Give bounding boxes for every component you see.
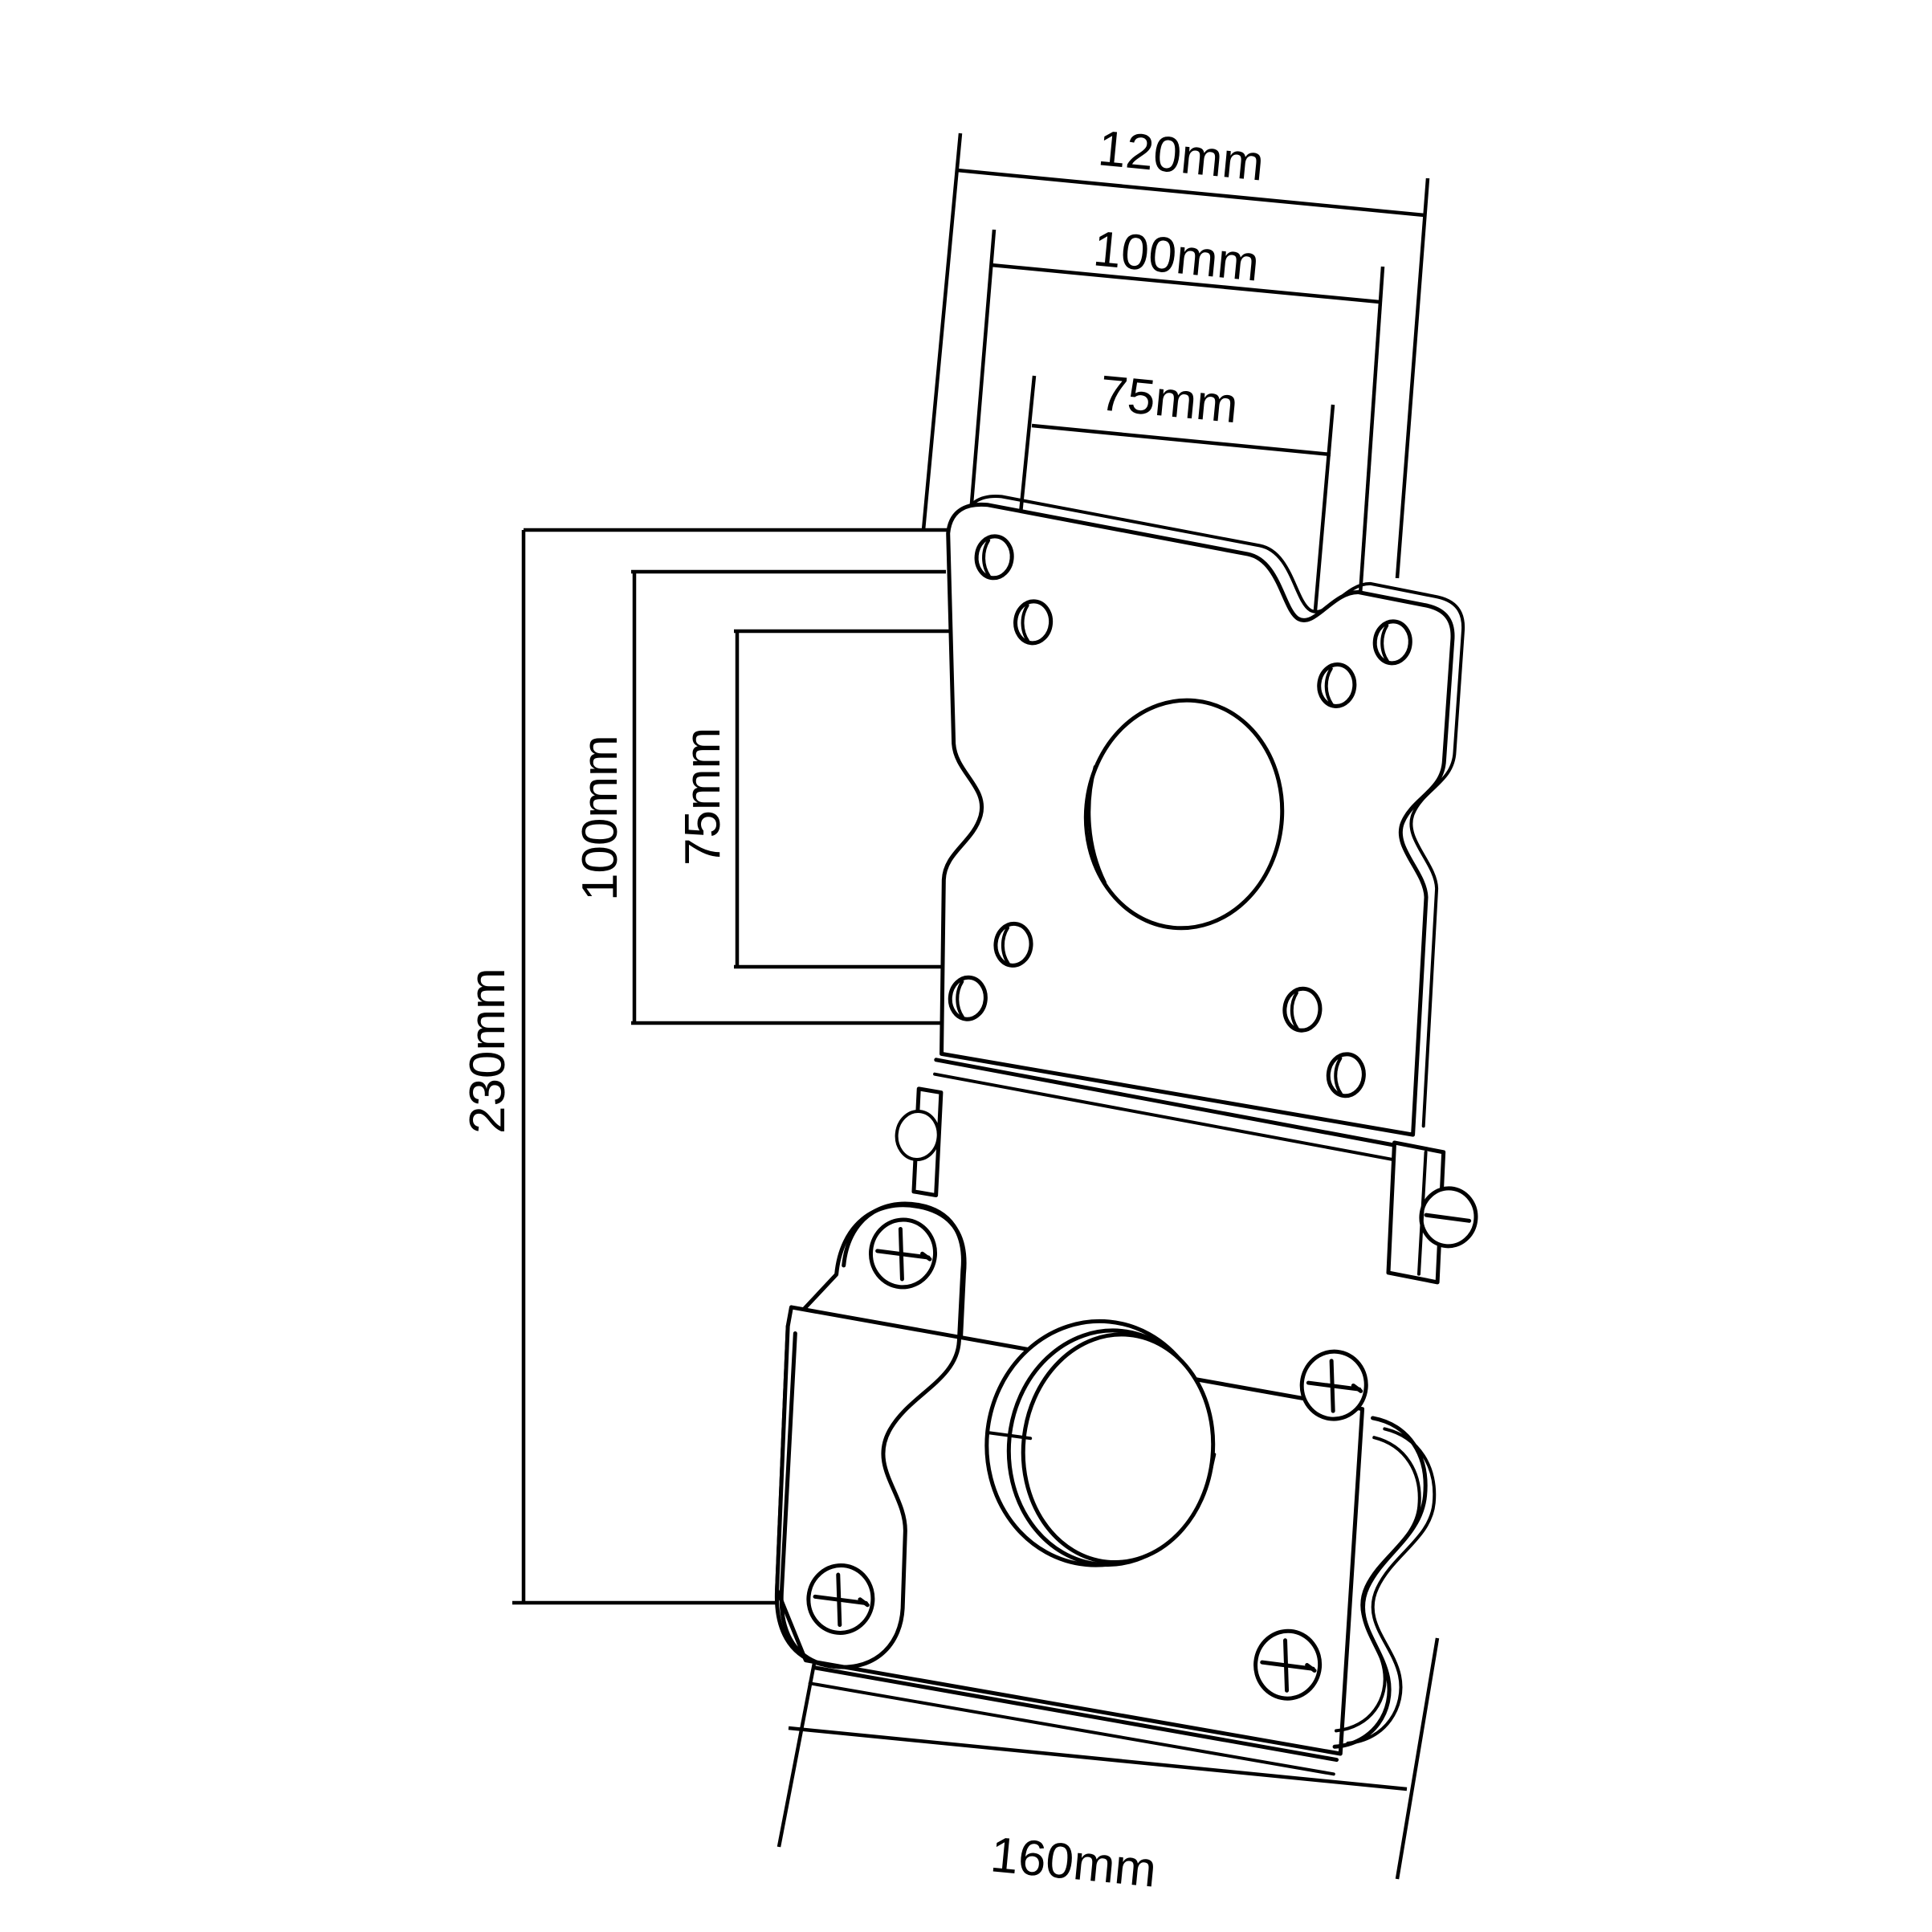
ext-line-75-top-right <box>1313 404 1335 611</box>
lower-plate-screw-bottom-right <box>1253 1628 1323 1701</box>
upper-plate-back-outline <box>961 495 1465 1128</box>
upper-plate-hole-bottom-left-outer <box>948 975 988 1021</box>
center-boss-parting-line-right <box>1207 1453 1217 1482</box>
dim-label-75-left: 75mm <box>675 728 731 866</box>
lower-plate-right-tab <box>1386 1140 1478 1285</box>
lower-plate-screw-top-left <box>868 1217 938 1290</box>
lower-plate-right-s-curve-outermost <box>1346 1427 1437 1745</box>
upper-plate-hole-bottom-right-outer <box>1326 1052 1366 1098</box>
upper-plate-center-oval-inner-edge <box>1087 765 1107 884</box>
upper-plate-hole-top-left-inner <box>1013 599 1054 646</box>
upper-plate-hole-top-right-inner <box>1317 662 1357 708</box>
dim-line-160 <box>788 1726 1408 1791</box>
ext-line-100-top-right <box>1358 266 1385 595</box>
dim-label-75-top: 75mm <box>1098 365 1241 434</box>
dim-line-100-top <box>990 263 1380 304</box>
dim-label-230: 230mm <box>460 968 516 1134</box>
upper-plate-center-oval-cutout <box>1083 698 1285 931</box>
upper-plate-hole-bottom-left-inner <box>993 921 1033 968</box>
ext-line-120-left <box>921 132 963 531</box>
upper-vesa-plate <box>940 495 1465 1137</box>
dim-line-120 <box>956 168 1425 218</box>
lower-plate-left-s-curve <box>779 1201 965 1669</box>
upper-plate-hole-bottom-right-inner <box>1282 986 1323 1033</box>
lower-plate-top-rail-lower <box>933 1072 1420 1166</box>
lower-mounting-plate <box>774 1058 1478 1776</box>
ext-line-120-right <box>1395 177 1430 579</box>
upper-plate-hole-top-left-outer <box>974 534 1014 581</box>
dim-label-100-left: 100mm <box>573 735 628 901</box>
lower-plate-bottom-edge-lower <box>808 1681 1335 1776</box>
lower-plate-center-boss <box>984 1319 1217 1567</box>
lower-plate-left-tab <box>895 1086 944 1198</box>
ext-line-160-right <box>1395 1637 1440 1880</box>
right-tab-screw-slot <box>1424 1213 1472 1223</box>
lower-plate-right-s-curve-inner <box>1335 1436 1421 1733</box>
lower-plate-screw-top-right <box>1299 1349 1368 1421</box>
lower-plate-top-rail-upper <box>934 1058 1422 1152</box>
lower-plate-screw-bottom-left <box>806 1563 875 1635</box>
upper-plate-hole-top-right-outer <box>1372 619 1412 666</box>
dim-line-75-top <box>1031 423 1331 457</box>
center-boss-parting-line-left <box>985 1431 1033 1441</box>
lower-plate-bottom-edge-upper <box>813 1665 1339 1763</box>
